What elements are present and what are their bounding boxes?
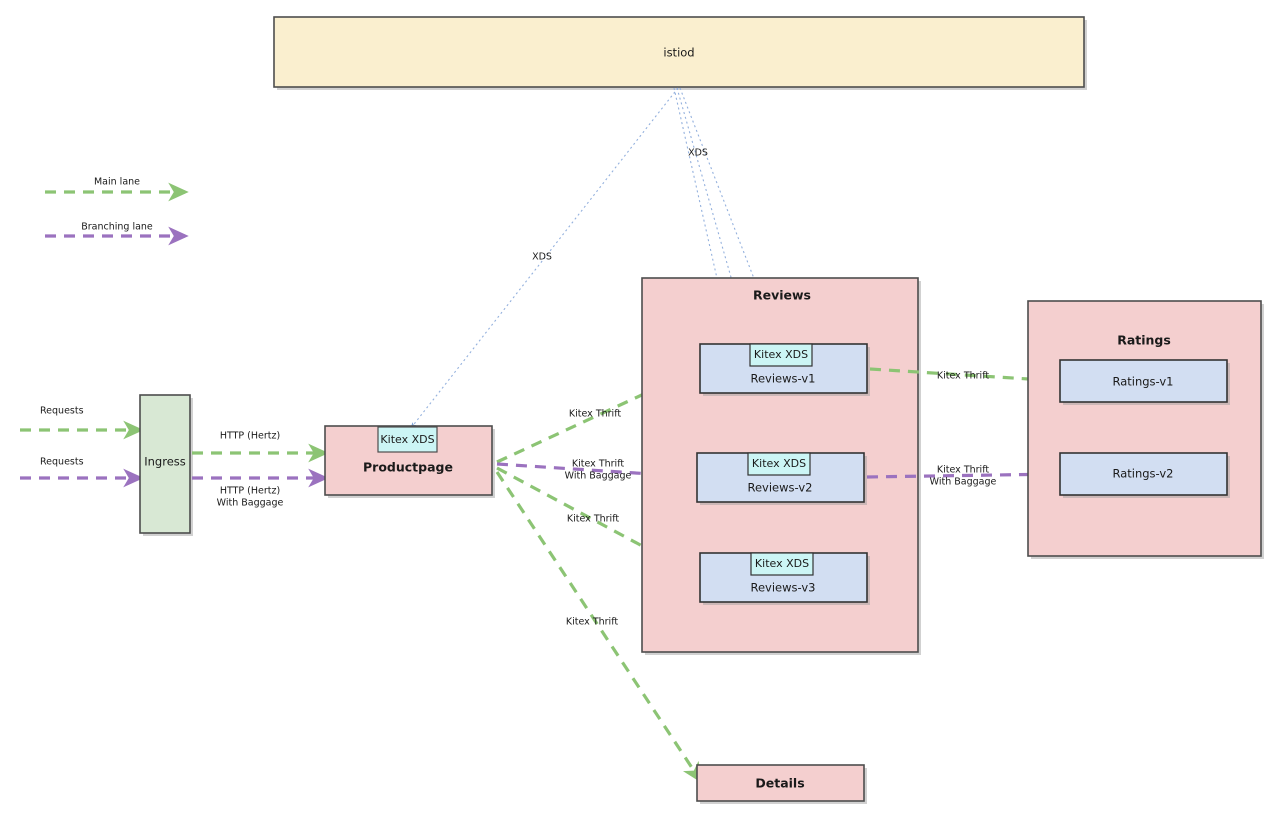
reviews-v2-label: Reviews-v2 [748, 481, 813, 495]
legend-main-lane-label: Main lane [94, 177, 140, 188]
kitex-xds-badge-box[interactable] [749, 343, 813, 367]
reviews-v1-kitex-xds-badge[interactable]: Kitex XDS [749, 343, 813, 367]
ingress-to-productpage-edges: HTTP (Hertz) HTTP (Hertz) With Baggage [192, 431, 329, 509]
istiod-box[interactable] [273, 16, 1085, 88]
reviews-group[interactable]: Reviews Kitex XDS Reviews-v1 Kitex XDS R… [641, 277, 921, 655]
requests-edges: Requests Requests [20, 406, 144, 488]
ratings-v2-label: Ratings-v2 [1112, 467, 1173, 481]
kitex-xds-badge-label: Kitex XDS [752, 457, 806, 470]
ingress-node[interactable]: Ingress [139, 394, 193, 536]
details-box[interactable] [696, 764, 865, 802]
istiod-label: istiod [663, 46, 694, 60]
details-label: Details [755, 776, 804, 791]
kitex-thrift-ratings-v1-label: Kitex Thrift [937, 371, 989, 382]
kitex-thrift-reviews-v3-label: Kitex Thrift [567, 514, 619, 525]
http-hertz-label: HTTP (Hertz) [220, 431, 280, 442]
edge-productpage-to-details [495, 471, 703, 784]
ratings-v1-node[interactable]: Ratings-v1 [1059, 359, 1230, 405]
kitex-xds-badge-box[interactable] [750, 552, 814, 576]
productpage-kitex-xds-badge[interactable]: Kitex XDS [377, 426, 438, 453]
xds-line-to-productpage [410, 87, 679, 429]
kitex-xds-badge-label: Kitex XDS [754, 348, 808, 361]
kitex-thrift-ratings-baggage-label-line1: Kitex Thrift [937, 465, 989, 476]
reviews-v3-node[interactable]: Kitex XDS Reviews-v3 [699, 552, 870, 605]
ratings-v2-node[interactable]: Ratings-v2 [1059, 452, 1230, 498]
reviews-group-title: Reviews [753, 288, 811, 303]
reviews-v3-kitex-xds-badge[interactable]: Kitex XDS [750, 552, 814, 576]
reviews-v1-node[interactable]: Kitex XDS Reviews-v1 [699, 343, 870, 396]
kitex-xds-badge-label: Kitex XDS [380, 433, 434, 446]
http-hertz-baggage-label-line1: HTTP (Hertz) [220, 486, 280, 497]
kitex-xds-badge-box[interactable] [377, 426, 438, 453]
ratings-v1-label: Ratings-v1 [1112, 375, 1173, 389]
reviews-v2-kitex-xds-badge[interactable]: Kitex XDS [747, 452, 811, 476]
kitex-thrift-reviews-v1-label: Kitex Thrift [569, 409, 621, 420]
istiod-node[interactable]: istiod [273, 16, 1087, 90]
reviews-v3-label: Reviews-v3 [751, 581, 816, 595]
legend-branching-lane: Branching lane [45, 222, 189, 246]
legend-main-lane: Main lane [45, 177, 189, 202]
requests-main-label: Requests [40, 406, 84, 417]
kitex-thrift-baggage-label-line1: Kitex Thrift [572, 459, 624, 470]
ratings-group-box[interactable] [1027, 300, 1262, 557]
ingress-label: Ingress [144, 455, 186, 469]
reviews-v1-label: Reviews-v1 [751, 372, 816, 386]
edge-productpage-to-reviews-v2 [496, 462, 701, 486]
kitex-thrift-details-label: Kitex Thrift [566, 617, 618, 628]
legend-branching-lane-label: Branching lane [81, 222, 153, 233]
kitex-xds-badge-box[interactable] [747, 452, 811, 476]
ingress-box[interactable] [139, 394, 191, 534]
kitex-xds-badge-label: Kitex XDS [755, 557, 809, 570]
legend: Main lane Branching lane [45, 177, 189, 246]
productpage-node[interactable]: Productpage Kitex XDS [324, 425, 495, 498]
kitex-thrift-ratings-baggage-label-line2: With Baggage [930, 477, 997, 488]
requests-branching-label: Requests [40, 457, 84, 468]
details-node[interactable]: Details [696, 764, 867, 804]
ratings-v1-box[interactable] [1059, 359, 1228, 403]
xds-line-to-reviews-v2 [676, 87, 783, 457]
kitex-thrift-baggage-label-line2: With Baggage [565, 471, 632, 482]
xds-label-productpage: XDS [532, 252, 552, 263]
ratings-group-title: Ratings [1117, 333, 1171, 348]
ratings-group[interactable]: Ratings Ratings-v1 Ratings-v2 [1027, 300, 1264, 559]
http-hertz-baggage-label-line2: With Baggage [217, 498, 284, 509]
ratings-v2-box[interactable] [1059, 452, 1228, 496]
productpage-label: Productpage [363, 460, 453, 475]
xds-label-reviews: XDS [688, 148, 708, 159]
xds-line-to-reviews-v1 [679, 87, 782, 349]
reviews-v2-node[interactable]: Kitex XDS Reviews-v2 [696, 452, 867, 505]
